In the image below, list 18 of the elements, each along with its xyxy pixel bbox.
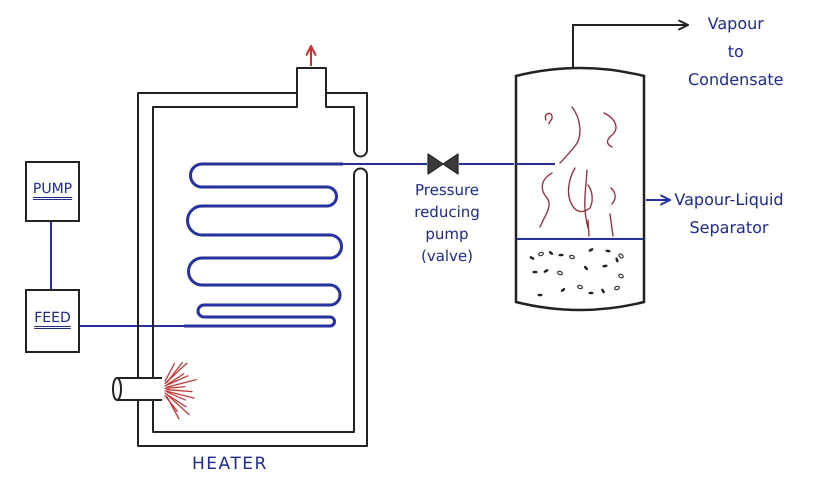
pipe-line <box>343 163 427 165</box>
feed-box <box>25 289 80 353</box>
feed-label: FEED <box>34 309 71 328</box>
arrow <box>646 194 671 206</box>
separator-vessel <box>514 66 646 312</box>
pipe-line <box>50 222 52 289</box>
arrow <box>572 20 689 68</box>
pump-label: PUMP <box>32 180 72 198</box>
heater-label: HEATER <box>192 454 268 474</box>
pipe-line <box>80 325 184 327</box>
arrow <box>306 45 316 66</box>
pipe-line <box>459 163 514 165</box>
separator-label: Vapour-Liquid Separator <box>670 186 788 242</box>
outlet-label: Vapour to Condensate <box>688 10 784 94</box>
pump-box <box>25 161 80 222</box>
valve-symbol <box>427 153 459 175</box>
valve-label: Pressure reducing pump (valve) <box>414 180 480 267</box>
heating-coil <box>184 162 343 328</box>
